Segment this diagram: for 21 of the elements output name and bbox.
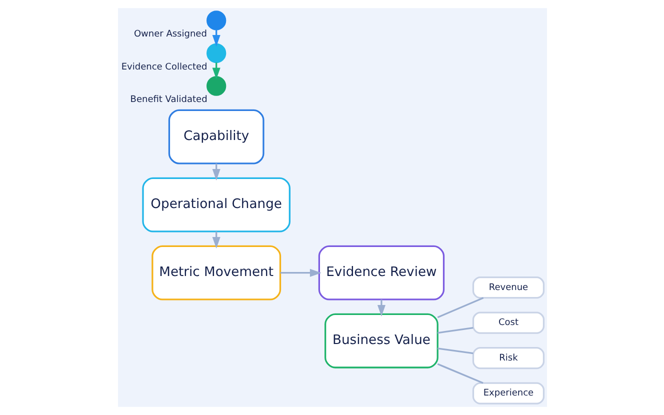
connector	[436, 297, 484, 318]
node-box: Risk	[472, 347, 544, 370]
node-box: Operational Change	[142, 177, 290, 232]
node-box: Business Value	[324, 313, 438, 368]
node-box: Revenue	[472, 276, 544, 299]
connector	[436, 363, 483, 384]
arrow	[280, 268, 321, 277]
node-box: Cost	[472, 312, 544, 334]
node-box: Metric Movement	[151, 245, 281, 300]
node-box: Capability	[168, 109, 264, 164]
node-circle	[206, 43, 226, 64]
node-box: Experience	[472, 382, 544, 404]
connector	[437, 327, 473, 334]
node-label: Owner Assigned	[133, 30, 206, 40]
arrow	[376, 300, 385, 317]
node-label: Benefit Validated	[130, 95, 207, 106]
node-circle	[206, 10, 226, 30]
connector	[437, 348, 473, 354]
node-circle	[206, 76, 226, 96]
node-box: Evidence Review	[318, 245, 444, 300]
node-label: Evidence Collected	[120, 62, 207, 72]
